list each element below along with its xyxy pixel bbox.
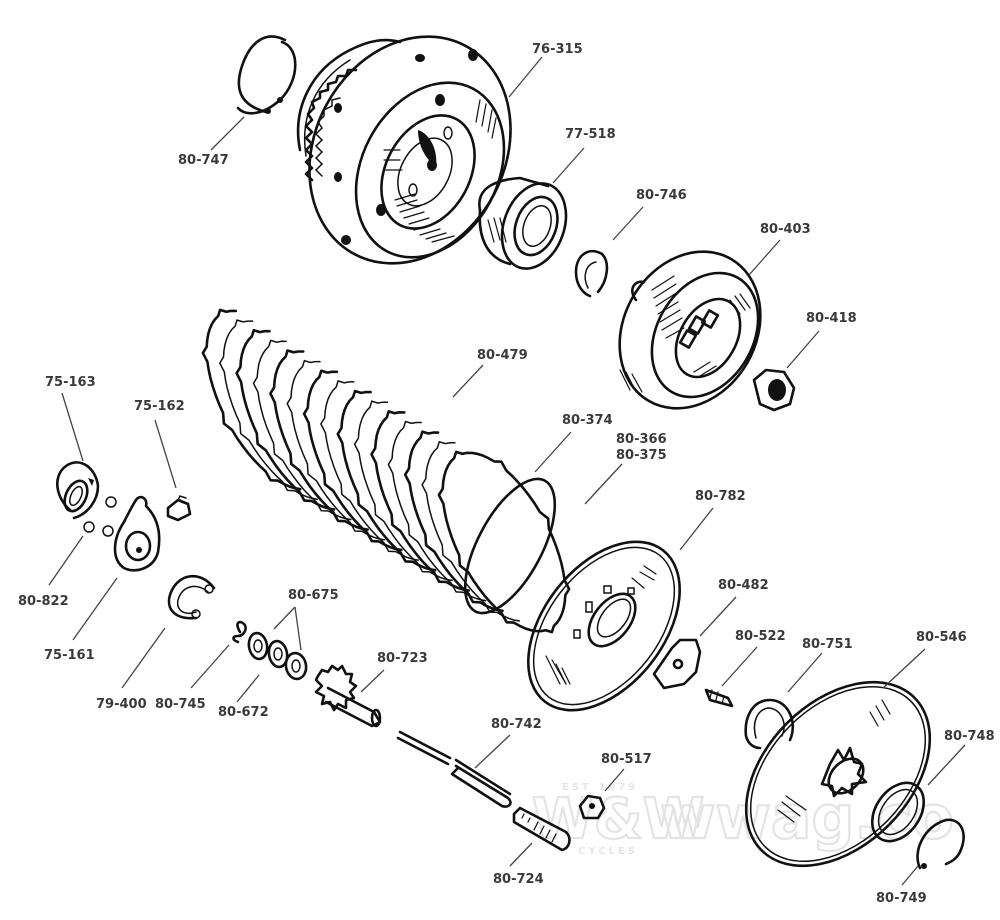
part-75-162-clip[interactable] xyxy=(166,495,192,522)
clutch-plate-ring xyxy=(336,389,437,572)
part-80-746-snap-ring[interactable] xyxy=(574,249,609,298)
clutch-plate-ring xyxy=(218,319,318,500)
label-80-675[interactable]: 80-675 xyxy=(288,588,339,603)
watermark: EST 1979 W&W CYCLES wwag.co xyxy=(531,782,955,857)
clutch-plate-inner-ring xyxy=(463,477,557,615)
part-75-163-cam-plate[interactable] xyxy=(56,461,100,520)
clutch-plate-ring xyxy=(353,400,453,582)
label-75-163[interactable]: 75-163 xyxy=(45,375,96,390)
label-80-822[interactable]: 80-822 xyxy=(18,594,69,609)
clutch-plate-ring xyxy=(302,369,403,552)
part-80-546-spring-collar[interactable] xyxy=(711,647,966,902)
part-80-724-adjusting-screw[interactable] xyxy=(512,806,571,852)
part-77-518-bearing[interactable] xyxy=(478,174,577,277)
label-76-315[interactable]: 76-315 xyxy=(532,42,583,57)
label-75-161[interactable]: 75-161 xyxy=(44,648,95,663)
label-80-482[interactable]: 80-482 xyxy=(718,578,769,593)
label-80-745[interactable]: 80-745 xyxy=(155,697,206,712)
label-80-747[interactable]: 80-747 xyxy=(178,153,229,168)
clutch-plate-ring xyxy=(252,339,352,521)
label-80-366[interactable]: 80-366 xyxy=(616,432,667,447)
label-80-403[interactable]: 80-403 xyxy=(760,222,811,237)
label-80-742[interactable]: 80-742 xyxy=(491,717,542,732)
label-80-672[interactable]: 80-672 xyxy=(218,705,269,720)
clutch-plate-ring xyxy=(235,328,336,511)
label-80-782[interactable]: 80-782 xyxy=(695,489,746,504)
part-80-742-push-rod[interactable] xyxy=(396,730,512,808)
label-80-724[interactable]: 80-724 xyxy=(493,872,544,887)
part-80-723-push-rod-end[interactable] xyxy=(314,664,382,728)
part-80-748-seal-ring[interactable] xyxy=(862,773,935,851)
label-80-751[interactable]: 80-751 xyxy=(802,637,853,652)
label-80-374[interactable]: 80-374 xyxy=(562,413,613,428)
part-80-745-clip[interactable] xyxy=(232,620,247,644)
label-80-746[interactable]: 80-746 xyxy=(636,188,687,203)
part-labels: 76-315 80-747 77-518 80-746 80-403 80-41… xyxy=(18,42,995,906)
label-80-748[interactable]: 80-748 xyxy=(944,729,995,744)
label-80-723[interactable]: 80-723 xyxy=(377,651,428,666)
watermark-logo: W&W xyxy=(532,787,704,852)
part-79-400-retaining-ring[interactable] xyxy=(167,574,216,620)
label-80-375[interactable]: 80-375 xyxy=(616,448,667,463)
clutch-plate-ring xyxy=(201,308,302,491)
clutch-plate-ring xyxy=(421,440,521,622)
label-80-546[interactable]: 80-546 xyxy=(916,630,967,645)
part-80-479-clutch-plates[interactable] xyxy=(201,308,573,634)
label-80-418[interactable]: 80-418 xyxy=(806,311,857,326)
part-80-751-retaining-ring[interactable] xyxy=(744,698,795,750)
label-80-479[interactable]: 80-479 xyxy=(477,348,528,363)
part-80-747-retaining-ring[interactable] xyxy=(236,35,297,115)
watermark-subtitle: CYCLES xyxy=(578,846,638,857)
part-76-315-clutch-shell[interactable] xyxy=(271,1,550,299)
part-80-749-retaining-ring[interactable] xyxy=(916,818,965,870)
clutch-plate-ring xyxy=(403,430,504,613)
label-75-162[interactable]: 75-162 xyxy=(134,399,185,414)
part-80-672-80-675-washers[interactable] xyxy=(247,631,308,681)
part-80-822-balls[interactable] xyxy=(83,496,117,537)
clutch-plate-ring xyxy=(370,410,471,592)
clutch-plate-ring xyxy=(387,420,487,602)
part-75-161-release-lever[interactable] xyxy=(113,495,161,572)
label-80-749[interactable]: 80-749 xyxy=(876,891,927,906)
watermark-established: EST 1979 xyxy=(562,782,638,793)
label-79-400[interactable]: 79-400 xyxy=(96,697,147,712)
clutch-plate-ring xyxy=(437,450,571,634)
label-77-518[interactable]: 77-518 xyxy=(565,127,616,142)
clutch-plate-ring xyxy=(269,349,369,531)
clutch-plate-ring xyxy=(320,379,419,561)
leader-lines xyxy=(48,56,966,886)
part-80-418-hub-nut[interactable] xyxy=(752,368,796,412)
clutch-plate-ring xyxy=(286,359,386,541)
label-80-517[interactable]: 80-517 xyxy=(601,752,652,767)
part-80-517-adjusting-nut[interactable] xyxy=(578,794,606,820)
watermark-site: wwag.co xyxy=(660,783,954,853)
label-80-522[interactable]: 80-522 xyxy=(735,629,786,644)
part-80-403-clutch-hub[interactable] xyxy=(592,226,788,434)
part-80-482-adjusting-plate[interactable] xyxy=(652,638,702,690)
part-80-782-pressure-plate[interactable] xyxy=(498,513,711,738)
part-80-522-spring[interactable] xyxy=(704,688,734,708)
